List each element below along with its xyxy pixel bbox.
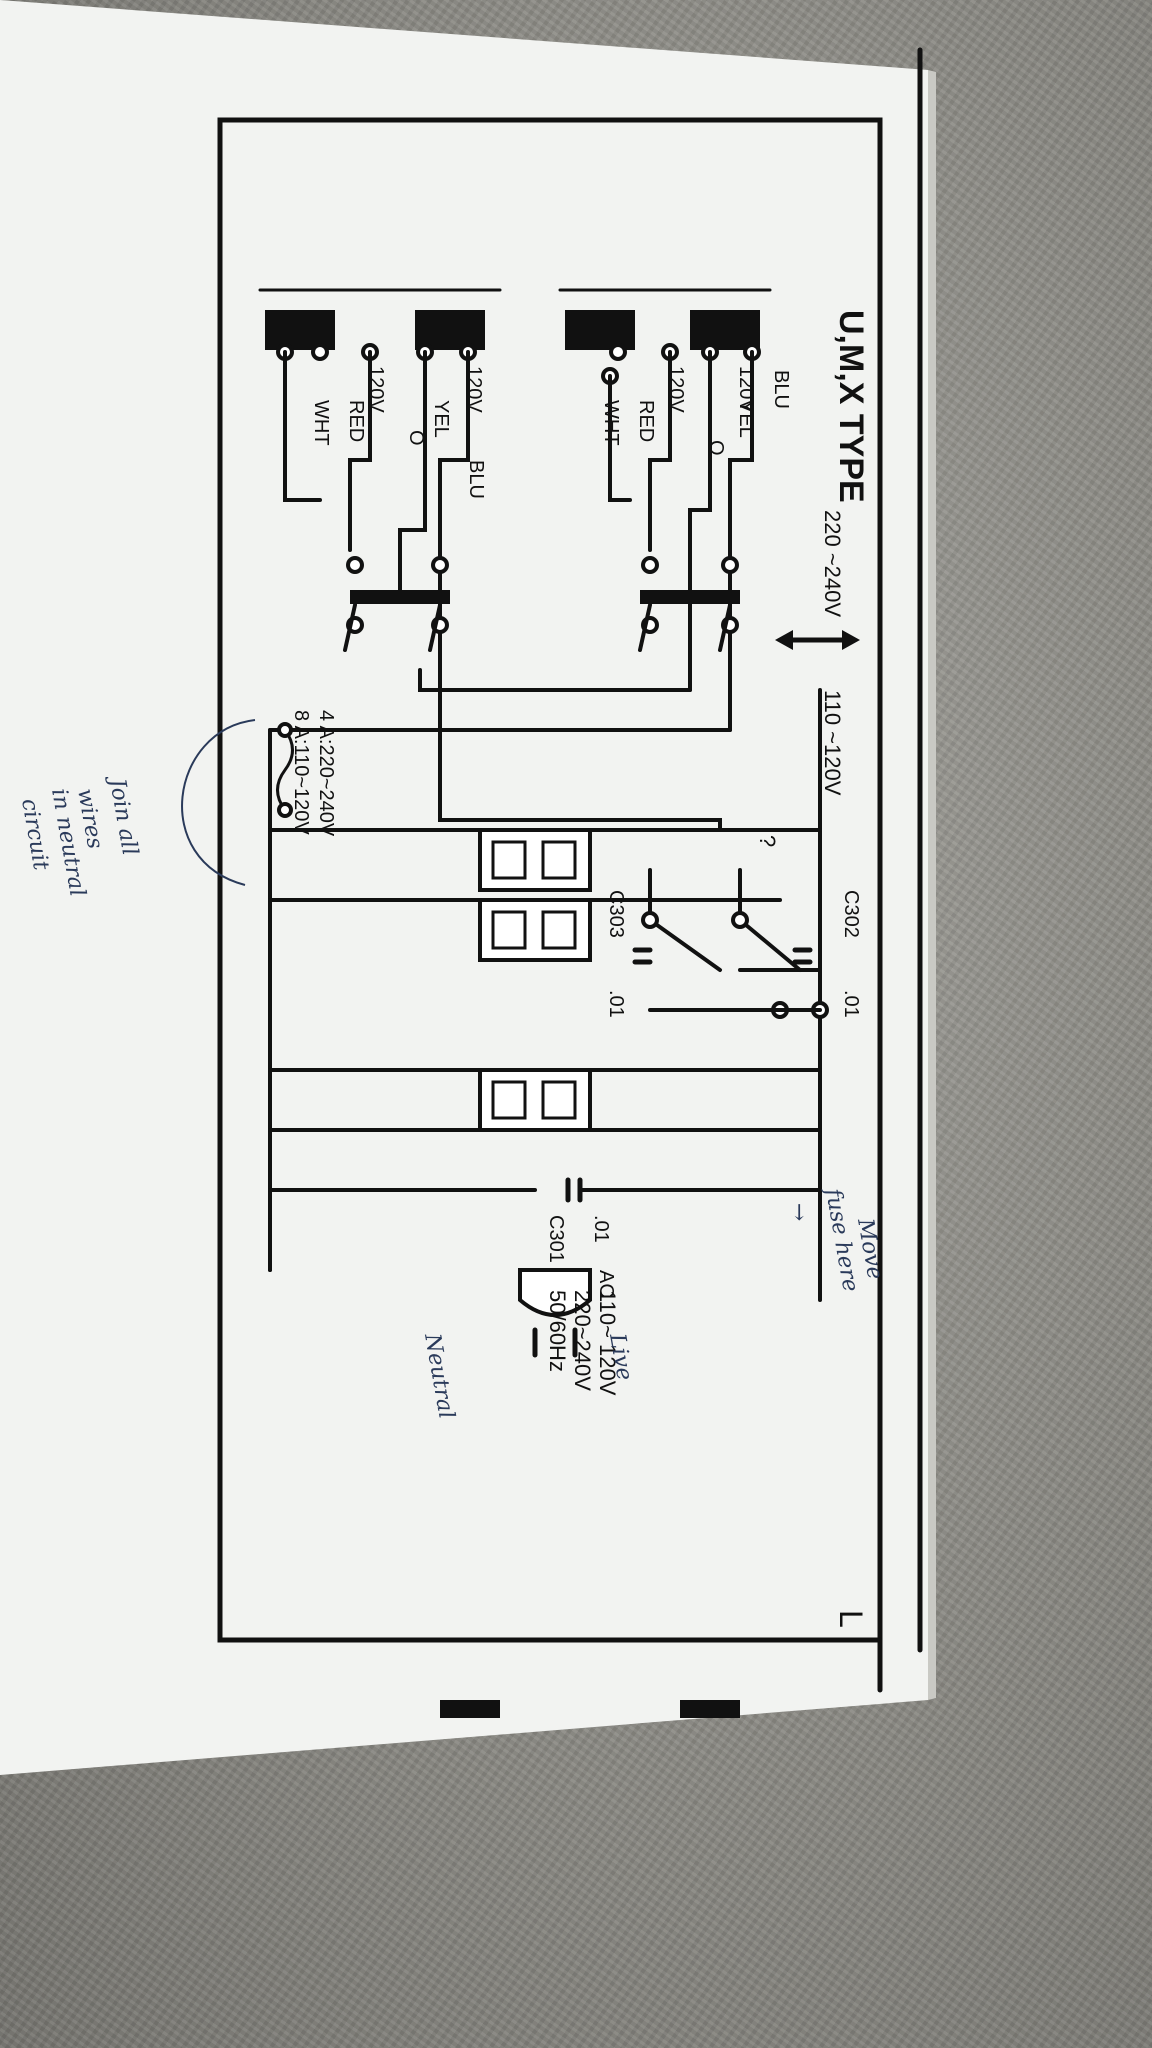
wire xyxy=(648,350,672,552)
c301-label: C301 xyxy=(545,1215,567,1263)
transformer-core-upper-a xyxy=(690,310,760,350)
switch-blade xyxy=(638,603,652,652)
transformer-core-lower-b xyxy=(265,310,335,350)
c302-label: C302 xyxy=(840,890,862,938)
switch-blade xyxy=(718,603,732,652)
fuse-symbol xyxy=(276,728,294,812)
switch-blade xyxy=(343,603,357,652)
switch-contact xyxy=(641,911,659,929)
c301-value: .01 xyxy=(590,1215,612,1243)
fuse-terminal xyxy=(277,722,293,738)
voltage-selector-lower xyxy=(343,556,450,652)
select-arrow-head xyxy=(842,630,860,650)
switch-contact xyxy=(721,556,739,574)
lead-red-lower: RED xyxy=(345,400,367,442)
element-cell xyxy=(541,1080,577,1120)
transformer-core-upper-b xyxy=(565,310,635,350)
wire xyxy=(738,868,822,972)
c303-value: .01 xyxy=(605,990,627,1018)
element-cell xyxy=(491,840,527,880)
lead-red-upper: RED xyxy=(635,400,657,442)
edge-mark xyxy=(440,1700,500,1718)
paper-surface xyxy=(0,0,928,1775)
lead-blu-lower: BLU xyxy=(465,460,487,499)
element-cell xyxy=(491,1080,527,1120)
diagram-title: U,M,X TYPE xyxy=(832,310,870,503)
wire xyxy=(398,350,427,592)
hand-drawn-loop xyxy=(181,719,256,886)
element-cell xyxy=(491,910,527,950)
element-block-2 xyxy=(268,898,782,962)
element-block-1 xyxy=(268,828,822,892)
outer-frame xyxy=(217,117,883,1643)
wire xyxy=(418,668,692,692)
fuse-label-1: 4 A:220~240V xyxy=(315,710,337,837)
ac-frequency: 50/60Hz xyxy=(545,1290,570,1372)
switch-contact xyxy=(346,556,364,574)
switch-actuator xyxy=(640,590,740,604)
element-cell xyxy=(541,910,577,950)
ac-range-110: 110~ 120V xyxy=(595,1290,620,1396)
lead-o-lower: O xyxy=(405,430,427,446)
lead-yel-lower: YEL xyxy=(430,400,452,438)
select-label-220: 220 ~240V xyxy=(820,510,845,617)
wire xyxy=(438,728,722,832)
paper-edge xyxy=(928,70,936,1700)
wire xyxy=(348,350,372,552)
corner-label: L xyxy=(833,1610,869,1628)
select-label-110: 110 ~120V xyxy=(820,690,845,796)
fuse: 4 A:220~240V 8 A:110~120V xyxy=(276,710,337,837)
switch-actuator xyxy=(350,590,450,604)
terminal xyxy=(311,343,329,361)
switch-contact xyxy=(641,556,659,574)
ac-plug: AC 110~ 120V 220~240V 50/60Hz xyxy=(268,1218,822,1396)
transformer-core-lower-a xyxy=(415,310,485,350)
question-mark: ? xyxy=(755,835,780,847)
schematic: U,M,X TYPE L BLU 120V YEL O 120V RED WHT xyxy=(217,47,923,1718)
wire xyxy=(283,350,322,502)
lead-wht-lower: WHT xyxy=(310,400,332,446)
plug-body xyxy=(518,1268,592,1317)
element-cell xyxy=(541,840,577,880)
fuse-terminal xyxy=(277,802,293,818)
thermostat-switch: C302 .01 C303 .01 xyxy=(605,868,862,1019)
c303-label: C303 xyxy=(605,890,627,938)
ac-label: AC xyxy=(595,1270,617,1298)
wire xyxy=(608,374,632,502)
terminal xyxy=(609,343,627,361)
edge-mark xyxy=(680,1700,740,1718)
ac-range-220: 220~240V xyxy=(570,1290,595,1391)
switch-contact xyxy=(431,556,449,574)
c301-capacitor: C301 .01 xyxy=(268,1128,822,1263)
voltage-selector-upper xyxy=(638,556,740,652)
switch-contact xyxy=(731,911,749,929)
select-arrow-head xyxy=(775,630,793,650)
switch-blade xyxy=(428,603,442,652)
fuse-label-2: 8 A:110~120V xyxy=(290,710,312,835)
c302-value: .01 xyxy=(840,990,862,1018)
transformer-upper: BLU 120V YEL O 120V RED WHT xyxy=(558,288,792,456)
lead-blu-upper: BLU xyxy=(770,370,792,409)
element-block-3 xyxy=(268,1068,822,1132)
handwritten-notes: Join all wires in neutral circuit Move f… xyxy=(16,773,887,1421)
arrow-down-icon: ↓ xyxy=(790,1201,808,1226)
